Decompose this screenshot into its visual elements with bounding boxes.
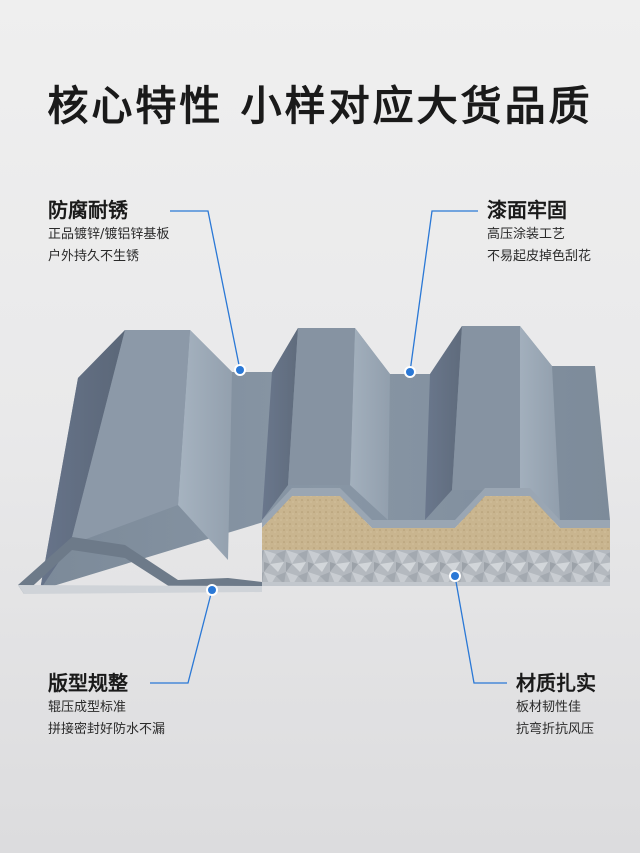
feature-heading: 版型规整 [48,671,128,695]
feature-heading: 材质扎实 [516,671,596,695]
feature-line: 正品镀锌/镀铝锌基板 [48,227,170,242]
feature-profile: 版型规整 辊压成型标准 拼接密封好防水不漏 [48,669,165,741]
feature-coating: 漆面牢固 高压涂装工艺 不易起皮掉色刮花 [487,196,591,268]
feature-heading: 防腐耐锈 [48,198,128,222]
feature-line: 抗弯折抗风压 [516,722,595,737]
feature-line: 板材韧性佳 [516,700,582,715]
feature-material: 材质扎实 板材韧性佳 抗弯折抗风压 [516,669,596,741]
feature-line: 高压涂装工艺 [487,227,566,242]
callout-lines [150,210,507,684]
poster-title: 核心特性 小样对应大货品质 [47,82,593,130]
feature-line: 户外持久不生锈 [48,249,140,264]
callout-dots [206,364,461,596]
feature-heading: 漆面牢固 [487,198,567,222]
feature-corrosion: 防腐耐锈 正品镀锌/镀铝锌基板 户外持久不生锈 [48,196,169,268]
feature-line: 辊压成型标准 [48,700,127,715]
feature-line: 拼接密封好防水不漏 [48,722,166,737]
feature-line: 不易起皮掉色刮花 [487,249,592,264]
